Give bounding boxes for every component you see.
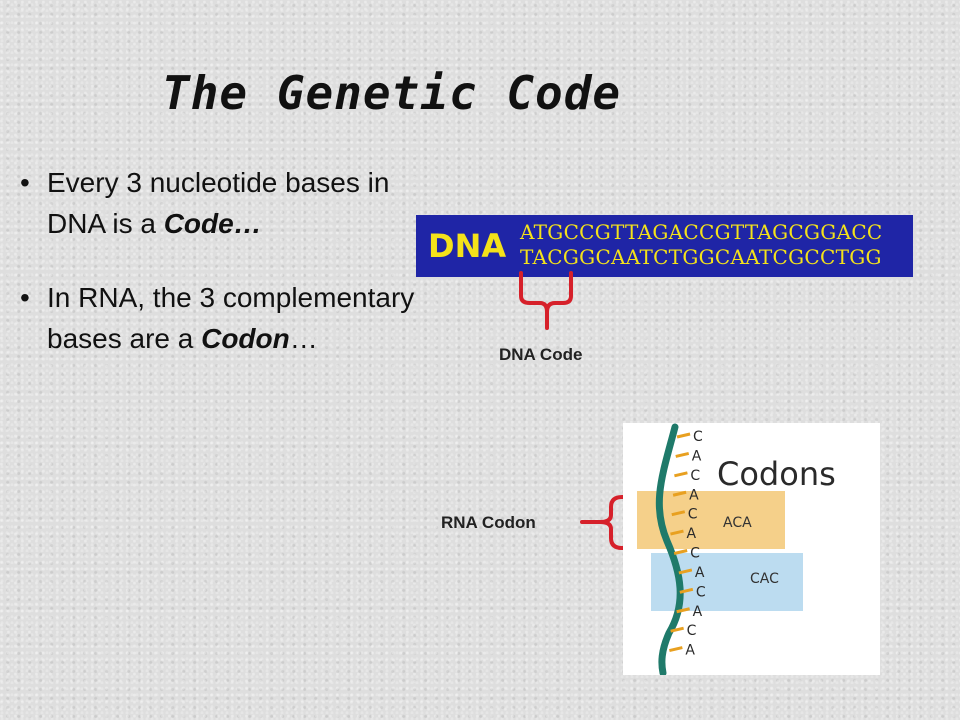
bullet-text: In RNA, the 3 complementary bases are a: [47, 282, 415, 354]
base-tick: [670, 626, 684, 633]
base-letter: C: [690, 546, 700, 562]
bullet-term: Code…: [163, 208, 262, 239]
dna-sequence-figure: DNA ATGCCGTTAGACCGTTAGCGGACC TACGGCAATCT…: [416, 215, 913, 277]
codon-2-text: CAC: [750, 571, 779, 587]
base-tick: [669, 646, 683, 653]
bullet-list: • Every 3 nucleotide bases in DNA is a C…: [20, 162, 420, 359]
dna-code-brace: [519, 271, 573, 330]
bullet-tail: …: [289, 323, 318, 354]
base-letter: C: [690, 468, 700, 484]
base-tick: [676, 432, 691, 439]
rna-codon-label: RNA Codon: [441, 513, 536, 532]
base-tick: [672, 490, 687, 497]
dna-strand-top: ATGCCGTTAGACCGTTAGCGGACC: [520, 220, 883, 244]
base-tick: [678, 568, 693, 575]
base-tick: [679, 587, 694, 594]
bullet-dot: •: [20, 282, 30, 313]
bullet-dot: •: [20, 167, 30, 198]
codons-title: Codons: [717, 455, 836, 493]
base-letter: A: [693, 604, 703, 620]
base-letter: C: [688, 507, 698, 523]
base-letter: C: [693, 429, 703, 445]
base-letter: A: [685, 643, 695, 659]
codon-1-text: ACA: [723, 515, 752, 531]
rna-codon-bracket: [580, 495, 637, 550]
base-letter: A: [695, 565, 705, 581]
dna-code-label: DNA Code: [499, 345, 583, 364]
base-letter: C: [687, 623, 697, 639]
rna-strand: [655, 423, 684, 677]
base-tick: [675, 451, 690, 458]
base-tick: [676, 607, 690, 614]
bullet-item-dna: • Every 3 nucleotide bases in DNA is a C…: [20, 162, 420, 244]
base-letter: C: [696, 584, 706, 600]
base-ticks: [669, 432, 694, 653]
base-letter: A: [689, 487, 699, 503]
base-letter: A: [692, 448, 702, 464]
slide-title: The Genetic Code: [162, 66, 622, 120]
dna-word: DNA: [428, 227, 507, 265]
base-tick: [673, 549, 688, 555]
dna-strand-bottom: TACGGCAATCTGGCAATCGCCTGG: [520, 245, 882, 269]
base-tick: [674, 471, 688, 478]
bullet-term: Codon: [201, 323, 290, 354]
base-tick: [671, 510, 686, 517]
bullet-item-rna: • In RNA, the 3 complementary bases are …: [20, 277, 420, 359]
bullet-text: Every 3 nucleotide bases in DNA is a: [47, 167, 390, 239]
base-tick: [670, 529, 684, 536]
base-letter: A: [686, 526, 696, 542]
